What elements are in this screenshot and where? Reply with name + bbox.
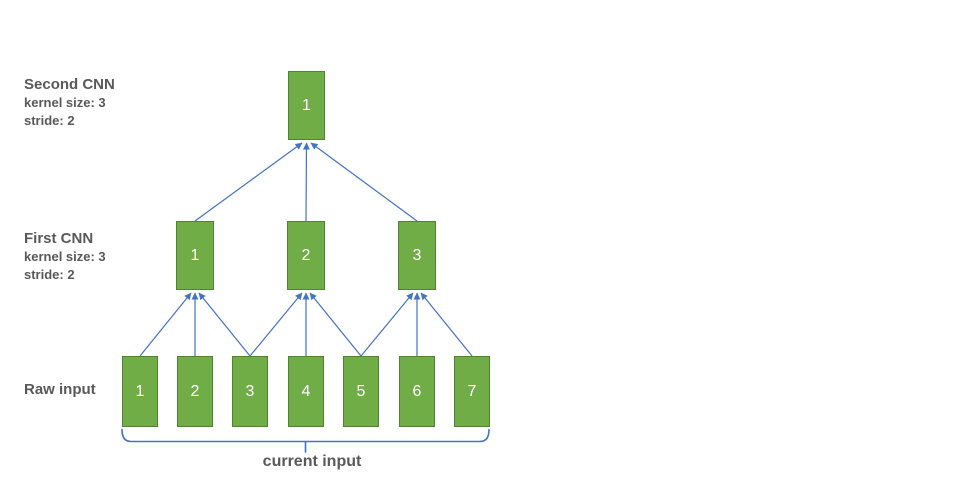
raw-input-box-2: 2	[177, 356, 213, 427]
box-number: 1	[302, 96, 311, 114]
second-cnn-label: Second CNN kernel size: 3 stride: 2	[24, 76, 115, 130]
layer-title: Second CNN	[24, 76, 115, 93]
first-cnn-label: First CNN kernel size: 3 stride: 2	[24, 230, 106, 284]
raw-input-box-6: 6	[399, 356, 435, 427]
layer-detail: stride: 2	[24, 267, 75, 282]
layer-detail: kernel size: 3	[24, 249, 106, 264]
current-input-caption: current input	[262, 453, 362, 470]
box-number: 2	[190, 382, 200, 400]
arrows-raw-to-first	[139, 292, 473, 357]
first-cnn-box-2: 2	[287, 221, 325, 290]
box-number: 3	[412, 246, 422, 264]
layer-title: Raw input	[24, 381, 96, 398]
raw-input-box-5: 5	[343, 356, 379, 427]
raw-input-box-1: 1	[122, 356, 158, 427]
raw-input-box-7: 7	[454, 356, 490, 427]
arrows-first-to-second	[194, 142, 418, 222]
first-cnn-box-3: 3	[398, 221, 436, 290]
first-cnn-box-1: 1	[176, 221, 214, 290]
current-input-brace	[121, 428, 490, 453]
layer-title: First CNN	[24, 230, 94, 247]
box-number: 2	[301, 246, 311, 264]
box-number: 7	[467, 382, 477, 400]
second-cnn-box-1: 1	[288, 71, 325, 140]
raw-input-box-4: 4	[288, 356, 324, 427]
box-number: 1	[135, 382, 145, 400]
box-number: 6	[412, 382, 422, 400]
layer-detail: kernel size: 3	[24, 95, 106, 110]
box-number: 5	[356, 382, 366, 400]
box-number: 1	[190, 246, 200, 264]
box-number: 4	[301, 382, 311, 400]
layer-detail: stride: 2	[24, 113, 75, 128]
box-number: 3	[245, 382, 255, 400]
raw-input-label: Raw input	[24, 381, 96, 399]
raw-input-box-3: 3	[232, 356, 268, 427]
